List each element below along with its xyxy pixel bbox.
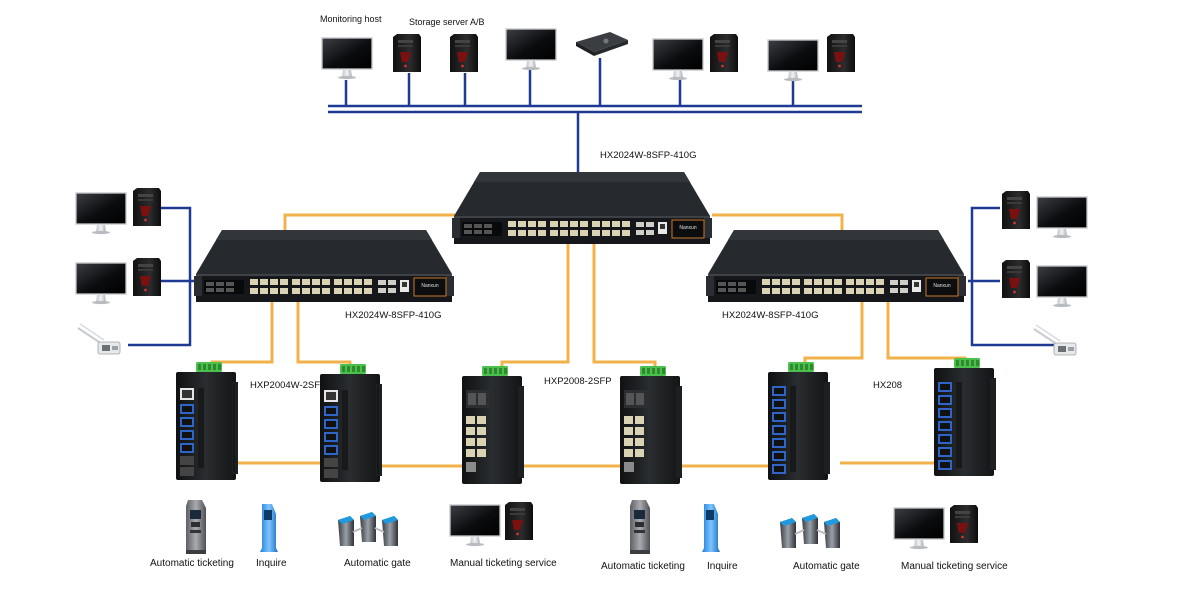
din-switch-hx208-1-icon bbox=[768, 362, 830, 480]
blue-links bbox=[128, 58, 1062, 347]
workstation-monitor-icon bbox=[505, 28, 557, 71]
left-tower-icon-2 bbox=[133, 258, 161, 296]
manual-tower-icon-2 bbox=[950, 505, 978, 543]
right-monitor-icon-2 bbox=[1036, 265, 1088, 308]
din-mid-label: HXP2008-2SFP bbox=[544, 376, 612, 387]
network-box-icon bbox=[576, 32, 628, 56]
gate-icon-1 bbox=[338, 512, 398, 546]
monitoring-host-label: Monitoring host bbox=[320, 14, 382, 24]
manual-ticketing-label-2: Manual ticketing service bbox=[901, 561, 1008, 572]
din-left-label: HXP2004W-2SFP bbox=[250, 380, 327, 391]
storage-server-label: Storage server A/B bbox=[409, 17, 485, 27]
left-terminals bbox=[186, 500, 533, 554]
auto-gate-label-1: Automatic gate bbox=[344, 558, 411, 569]
din-switch-hxp2004w-1-icon bbox=[175, 361, 239, 481]
right-tower-icon-2 bbox=[1002, 260, 1030, 298]
auto-ticketing-label-1: Automatic ticketing bbox=[150, 558, 234, 569]
gate-icon-2 bbox=[780, 514, 840, 548]
ticketing-kiosk-icon-2 bbox=[630, 500, 650, 554]
left-distribution-switch-icon bbox=[193, 229, 455, 303]
right-tower-icon-1 bbox=[1002, 191, 1030, 229]
inquire-kiosk-icon-1 bbox=[260, 504, 278, 552]
auto-gate-label-2: Automatic gate bbox=[793, 561, 860, 572]
core-switch-icon bbox=[451, 171, 713, 245]
right-switch-label: HX2024W-8SFP-410G bbox=[722, 310, 819, 321]
storage-server-b-icon bbox=[450, 34, 478, 72]
right-monitor-icon-1 bbox=[1036, 196, 1088, 239]
manual-tower-icon-1 bbox=[505, 502, 533, 540]
workstation-monitor-icon-2 bbox=[652, 38, 704, 81]
din-switch-hxp2004w-2-icon bbox=[319, 363, 383, 483]
ticketing-kiosk-icon-1 bbox=[186, 500, 206, 554]
din-right-label: HX208 bbox=[873, 380, 903, 391]
right-wireless-ap-icon bbox=[1033, 324, 1077, 356]
left-tower-icon-1 bbox=[133, 188, 161, 226]
left-monitor-icon-1 bbox=[75, 192, 127, 235]
top-host-row bbox=[321, 28, 855, 82]
right-distribution-switch-icon bbox=[705, 229, 967, 303]
right-terminals bbox=[630, 500, 978, 554]
left-switch-label: HX2024W-8SFP-410G bbox=[345, 310, 442, 321]
workstation-monitor-icon-3 bbox=[767, 39, 819, 82]
core-switch-label: HX2024W-8SFP-410G bbox=[600, 150, 697, 161]
left-side-devices bbox=[75, 188, 161, 355]
inquire-label-1: Inquire bbox=[256, 558, 287, 569]
left-monitor-icon-2 bbox=[75, 262, 127, 305]
inquire-label-2: Inquire bbox=[707, 561, 738, 572]
din-switch-hxp2008-2-icon bbox=[620, 366, 682, 484]
left-wireless-ap-icon bbox=[77, 323, 121, 355]
workstation-tower-icon bbox=[710, 34, 738, 72]
monitoring-host-monitor-icon bbox=[321, 37, 373, 80]
auto-ticketing-label-2: Automatic ticketing bbox=[601, 561, 685, 572]
din-switch-hxp2008-1-icon bbox=[462, 366, 524, 484]
manual-ticketing-label-1: Manual ticketing service bbox=[450, 558, 557, 569]
workstation-tower-icon-2 bbox=[827, 34, 855, 72]
din-switch-hx208-2-icon bbox=[934, 358, 996, 476]
storage-server-a-icon bbox=[393, 34, 421, 72]
manual-monitor-icon-2 bbox=[893, 507, 945, 550]
manual-monitor-icon-1 bbox=[449, 504, 501, 547]
right-side-devices bbox=[1002, 191, 1088, 356]
inquire-kiosk-icon-2 bbox=[702, 504, 720, 552]
